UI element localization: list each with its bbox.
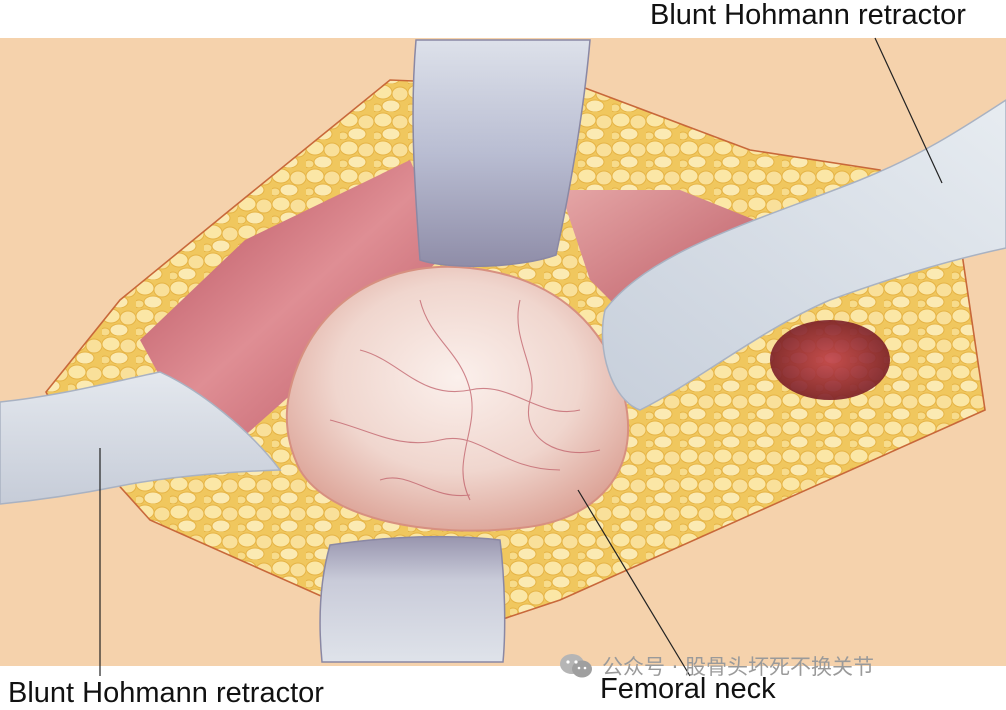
bottom-retractor [319, 535, 506, 663]
label-femoral-neck: Femoral neck [600, 673, 776, 705]
leader-line-top-right [874, 37, 943, 184]
watermark: 公众号 · 股骨头坏死不换关节 [558, 648, 988, 684]
right-retractor [601, 99, 1006, 411]
left-retractor [0, 371, 282, 505]
joint-capsule [285, 265, 630, 532]
label-blunt-hohmann-retractor-bottom: Blunt Hohmann retractor [8, 677, 324, 709]
watermark-text: 公众号 · 股骨头坏死不换关节 [602, 655, 875, 679]
left-muscle [140, 160, 450, 440]
label-blunt-hohmann-retractor-top: Blunt Hohmann retractor [650, 0, 966, 31]
wechat-icon [560, 654, 592, 678]
leader-line-femoral-neck [577, 489, 691, 677]
deep-tissue [770, 320, 890, 400]
capsule-vessels [329, 299, 601, 501]
top-retractor [412, 39, 591, 268]
